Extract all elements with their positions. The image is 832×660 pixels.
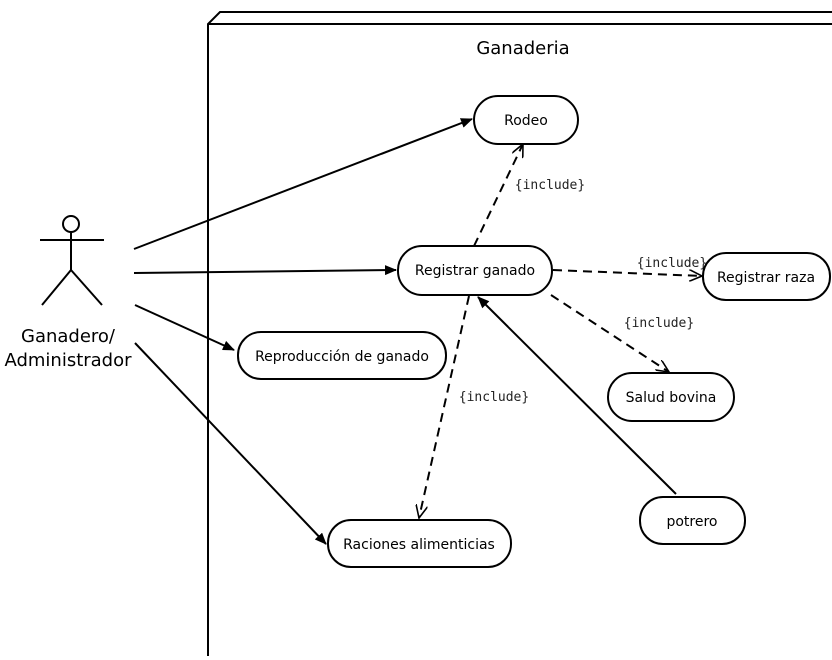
use-case-potrero-label: potrero — [666, 514, 717, 530]
use-case-raciones[interactable]: Raciones alimenticias — [327, 519, 512, 568]
association-raciones — [134, 342, 327, 545]
use-case-registrar-raza[interactable]: Registrar raza — [702, 252, 831, 301]
use-case-registrar-ganado-label: Registrar ganado — [415, 263, 535, 279]
include-arrow-salud — [550, 294, 669, 372]
use-case-reproduccion-label: Reproducción de ganado — [255, 349, 429, 365]
use-case-salud-bovina-label: Salud bovina — [626, 390, 717, 406]
include-arrow-raza — [552, 269, 702, 276]
association-registrar-ganado — [133, 265, 397, 276]
use-case-salud-bovina[interactable]: Salud bovina — [607, 372, 735, 422]
include-label-raza: {include} — [637, 256, 707, 271]
use-case-raciones-label: Raciones alimenticias — [343, 537, 495, 553]
include-arrow-raciones — [419, 295, 470, 518]
system-boundary — [207, 11, 832, 656]
association-reproduccion — [134, 304, 235, 351]
include-arrow-rodeo — [473, 144, 524, 247]
use-case-registrar-raza-label: Registrar raza — [717, 270, 815, 286]
use-case-registrar-ganado[interactable]: Registrar ganado — [397, 245, 553, 296]
include-label-rodeo: {include} — [515, 178, 585, 193]
actor-label-line1: Ganadero/ — [21, 326, 116, 347]
use-case-reproduccion[interactable]: Reproducción de ganado — [237, 331, 447, 380]
use-case-rodeo[interactable]: Rodeo — [473, 95, 579, 145]
actor-figure — [40, 215, 104, 306]
use-case-rodeo-label: Rodeo — [504, 113, 548, 129]
use-case-potrero[interactable]: potrero — [639, 496, 746, 545]
actor-label-line2: Administrador — [4, 350, 132, 371]
association-rodeo — [133, 118, 473, 250]
include-label-raciones: {include} — [459, 390, 529, 405]
include-label-salud: {include} — [624, 316, 694, 331]
association-potrero — [477, 296, 677, 495]
system-title: Ganaderia — [476, 38, 569, 59]
